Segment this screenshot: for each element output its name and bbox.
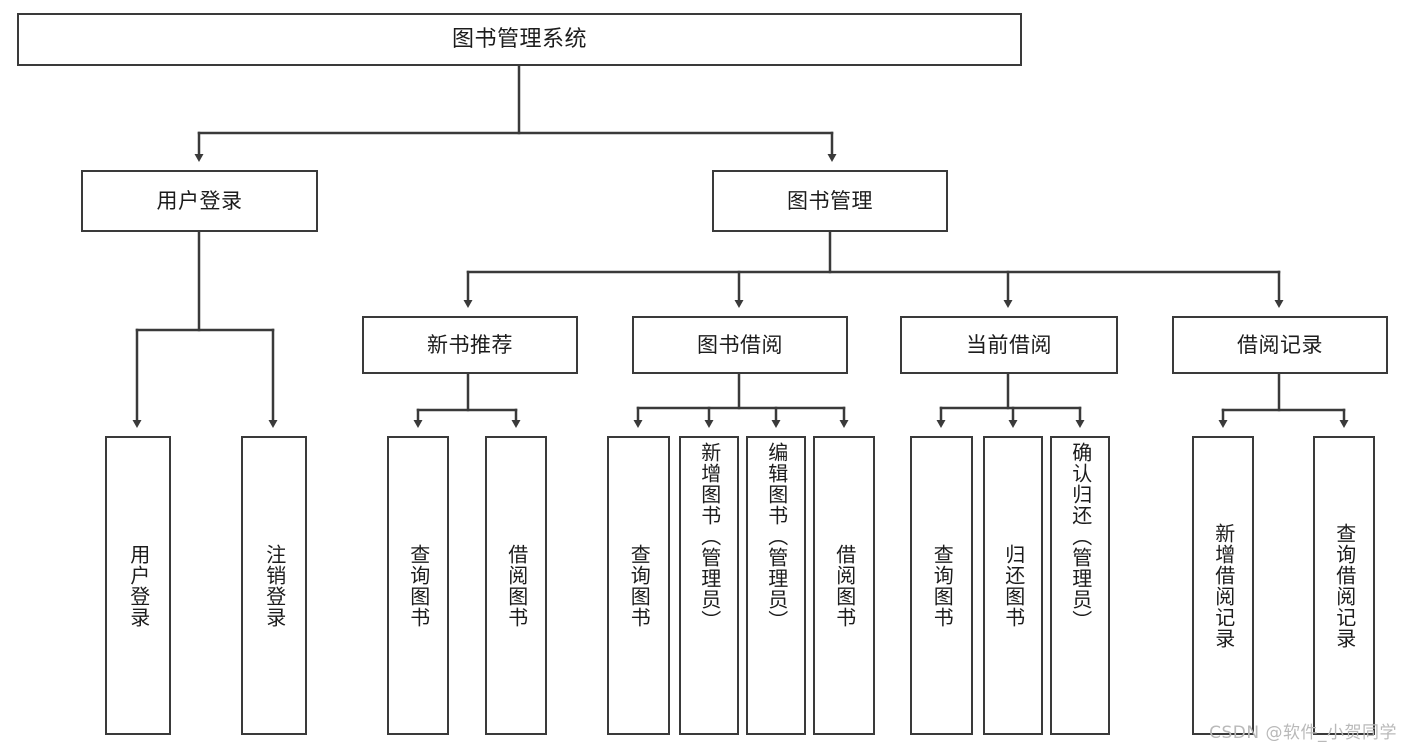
- node-root-label: 图书管理系统: [451, 26, 587, 52]
- node-root[interactable]: 图书管理系统: [17, 13, 1022, 66]
- leaf-query-book-current[interactable]: 查询图书: [910, 436, 973, 735]
- leaf-return-book-label: 归还图书: [1001, 543, 1026, 628]
- leaf-return-book[interactable]: 归还图书: [983, 436, 1043, 735]
- leaf-query-book-newbook[interactable]: 查询图书: [387, 436, 449, 735]
- leaf-add-borrow-record-label: 新增借阅记录: [1211, 522, 1236, 649]
- leaf-confirm-return-admin[interactable]: 确认归还（管理员）: [1050, 436, 1110, 735]
- leaf-query-book-newbook-label: 查询图书: [406, 543, 431, 628]
- leaf-confirm-return-admin-label: 确认归还（管理员）: [1068, 442, 1093, 631]
- leaf-query-borrow-record[interactable]: 查询借阅记录: [1313, 436, 1375, 735]
- node-book-management-label: 图书管理: [787, 188, 873, 213]
- leaf-edit-book-admin-label: 编辑图书（管理员）: [764, 442, 789, 631]
- leaf-borrow-book-borrow[interactable]: 借阅图书: [813, 436, 875, 735]
- node-book-borrow[interactable]: 图书借阅: [632, 316, 848, 374]
- leaf-borrow-book-borrow-label: 借阅图书: [832, 543, 857, 628]
- leaf-borrow-book-newbook-label: 借阅图书: [504, 543, 529, 628]
- leaf-user-login-label: 用户登录: [126, 543, 151, 628]
- leaf-add-book-admin[interactable]: 新增图书（管理员）: [679, 436, 739, 735]
- leaf-query-book-borrow[interactable]: 查询图书: [607, 436, 670, 735]
- node-current-borrow[interactable]: 当前借阅: [900, 316, 1118, 374]
- node-borrow-record-label: 借阅记录: [1237, 332, 1323, 357]
- leaf-query-book-current-label: 查询图书: [930, 543, 955, 628]
- leaf-edit-book-admin[interactable]: 编辑图书（管理员）: [746, 436, 806, 735]
- leaf-query-borrow-record-label: 查询借阅记录: [1332, 522, 1357, 649]
- node-current-borrow-label: 当前借阅: [966, 332, 1052, 357]
- leaf-borrow-book-newbook[interactable]: 借阅图书: [485, 436, 547, 735]
- node-user-login-label: 用户登录: [156, 188, 243, 213]
- leaf-logout-label: 注销登录: [262, 543, 287, 628]
- node-new-book-recommend-label: 新书推荐: [427, 332, 513, 357]
- leaf-query-book-borrow-label: 查询图书: [627, 543, 652, 628]
- node-borrow-record[interactable]: 借阅记录: [1172, 316, 1388, 374]
- leaf-add-borrow-record[interactable]: 新增借阅记录: [1192, 436, 1254, 735]
- leaf-logout[interactable]: 注销登录: [241, 436, 307, 735]
- leaf-user-login[interactable]: 用户登录: [105, 436, 171, 735]
- node-book-borrow-label: 图书借阅: [697, 332, 783, 357]
- node-new-book-recommend[interactable]: 新书推荐: [362, 316, 578, 374]
- leaf-add-book-admin-label: 新增图书（管理员）: [697, 442, 722, 631]
- node-user-login[interactable]: 用户登录: [81, 170, 318, 232]
- node-book-management[interactable]: 图书管理: [712, 170, 948, 232]
